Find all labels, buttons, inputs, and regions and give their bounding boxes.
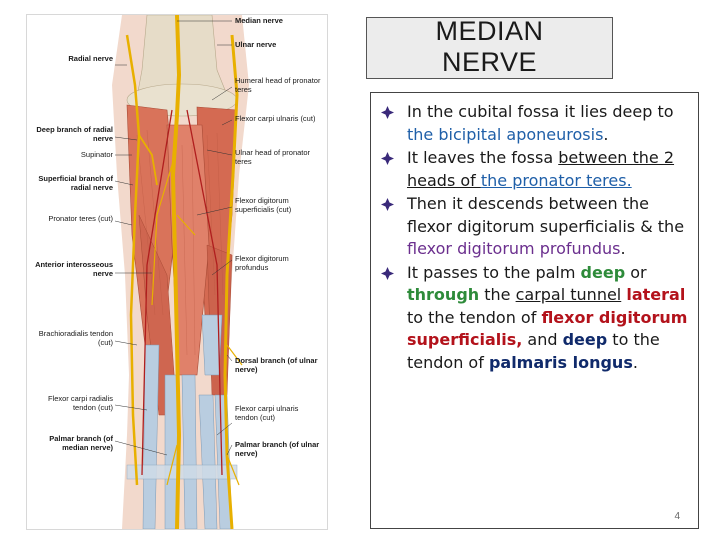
bullet-1-text-3: . — [603, 124, 609, 144]
label-palmar-branch-ulnar: Palmar branch (of ulnar nerve) — [235, 440, 320, 458]
page-number: 4 — [674, 511, 680, 522]
bullet-2-text-2: between — [558, 148, 633, 167]
label-palmar-branch-median: Palmar branch (of median nerve) — [49, 434, 113, 452]
bullet-2: It leaves the fossa between the 2 heads … — [379, 147, 694, 192]
bullet-2-text-4: the pronator teres. — [480, 170, 632, 190]
bullet-4: It passes to the palm deep or through th… — [379, 262, 694, 375]
label-humeral-head: Humeral head of pronator teres — [235, 76, 321, 94]
bullet-4-text-13: to the tendon of — [407, 330, 660, 372]
bullet-3-text-3: . — [620, 239, 626, 258]
bullet-4-deep: deep — [580, 262, 626, 282]
bullet-3-text-2: flexor digitorum profundus — [407, 239, 621, 258]
label-pronator-teres-cut: Pronator teres (cut) — [48, 214, 113, 223]
label-dorsal-branch: Dorsal branch (of ulnar nerve) — [235, 356, 318, 374]
bullet-4-text-1: It passes to the palm — [407, 262, 581, 282]
bullet-1-text-2: the bicipital aponeurosis — [407, 124, 604, 144]
bullet-4-carpal-tunnel: carpal tunnel — [515, 285, 622, 304]
label-fcu-tendon: Flexor carpi ulnaris tendon (cut) — [235, 404, 299, 422]
bullet-list: In the cubital fossa it lies deep to the… — [379, 101, 694, 375]
bullet-2-text-1: It leaves the fossa — [407, 148, 559, 167]
diamond-bullet-icon — [381, 152, 394, 165]
label-supinator: Supinator — [80, 150, 113, 159]
label-fds-cut: Flexor digitorum superficialis (cut) — [235, 196, 292, 214]
bullet-4-through: through — [407, 285, 480, 304]
label-superficial-branch-radial: Superficial branch of radial nerve — [38, 174, 113, 192]
bullet-4-text-9: to the tendon of — [407, 307, 542, 327]
title-box: MEDIAN NERVE — [366, 16, 613, 79]
bullet-4-palmaris-longus: palmaris longus — [488, 352, 633, 372]
bullet-4-text-5: the — [479, 285, 516, 304]
label-brachioradialis-tendon: Brachioradialis tendon (cut) — [38, 329, 113, 347]
diamond-bullet-icon — [381, 106, 394, 119]
bullet-1: In the cubital fossa it lies deep to the… — [379, 101, 694, 146]
bullet-3-text-1: Then it descends between the flexor digi… — [407, 194, 685, 236]
diamond-bullet-icon — [381, 198, 394, 211]
content-box: In the cubital fossa it lies deep to the… — [370, 92, 699, 529]
bullet-4-text-11: and — [522, 330, 563, 349]
bullet-4-deep-2: deep — [562, 330, 608, 349]
bullet-2-text-3: the 2 heads of — [407, 148, 675, 190]
bullet-3: Then it descends between the flexor digi… — [379, 193, 694, 261]
diamond-bullet-icon — [381, 266, 394, 280]
label-fcu-cut: Flexor carpi ulnaris (cut) — [235, 114, 316, 123]
label-fcr-tendon: Flexor carpi radialis tendon (cut) — [47, 394, 113, 412]
bullet-4-fds: flexor digitorum superficialis, — [407, 307, 688, 350]
anatomy-figure: Radial nerve Deep branch of radial nerve… — [26, 14, 328, 530]
label-deep-branch-radial: Deep branch of radial nerve — [36, 125, 113, 143]
bullet-4-text-15: . — [632, 352, 638, 372]
label-ulnar-head: Ulnar head of pronator teres — [235, 148, 311, 166]
forearm-illustration — [112, 15, 249, 529]
bullet-4-text-3: or — [625, 262, 647, 282]
label-ulnar-nerve: Ulnar nerve — [235, 40, 277, 49]
slide-title: MEDIAN NERVE — [367, 16, 612, 78]
label-anterior-interosseous: Anterior interosseous nerve — [35, 260, 113, 278]
title-line-1: MEDIAN — [435, 16, 544, 46]
label-fdp: Flexor digitorum profundus — [235, 254, 289, 272]
bullet-4-lateral: lateral — [626, 285, 686, 304]
label-radial-nerve: Radial nerve — [68, 54, 113, 63]
title-line-2: NERVE — [441, 47, 538, 77]
bullet-1-text-1: In the cubital fossa it lies deep to — [407, 102, 674, 121]
label-median-nerve: Median nerve — [235, 16, 283, 25]
